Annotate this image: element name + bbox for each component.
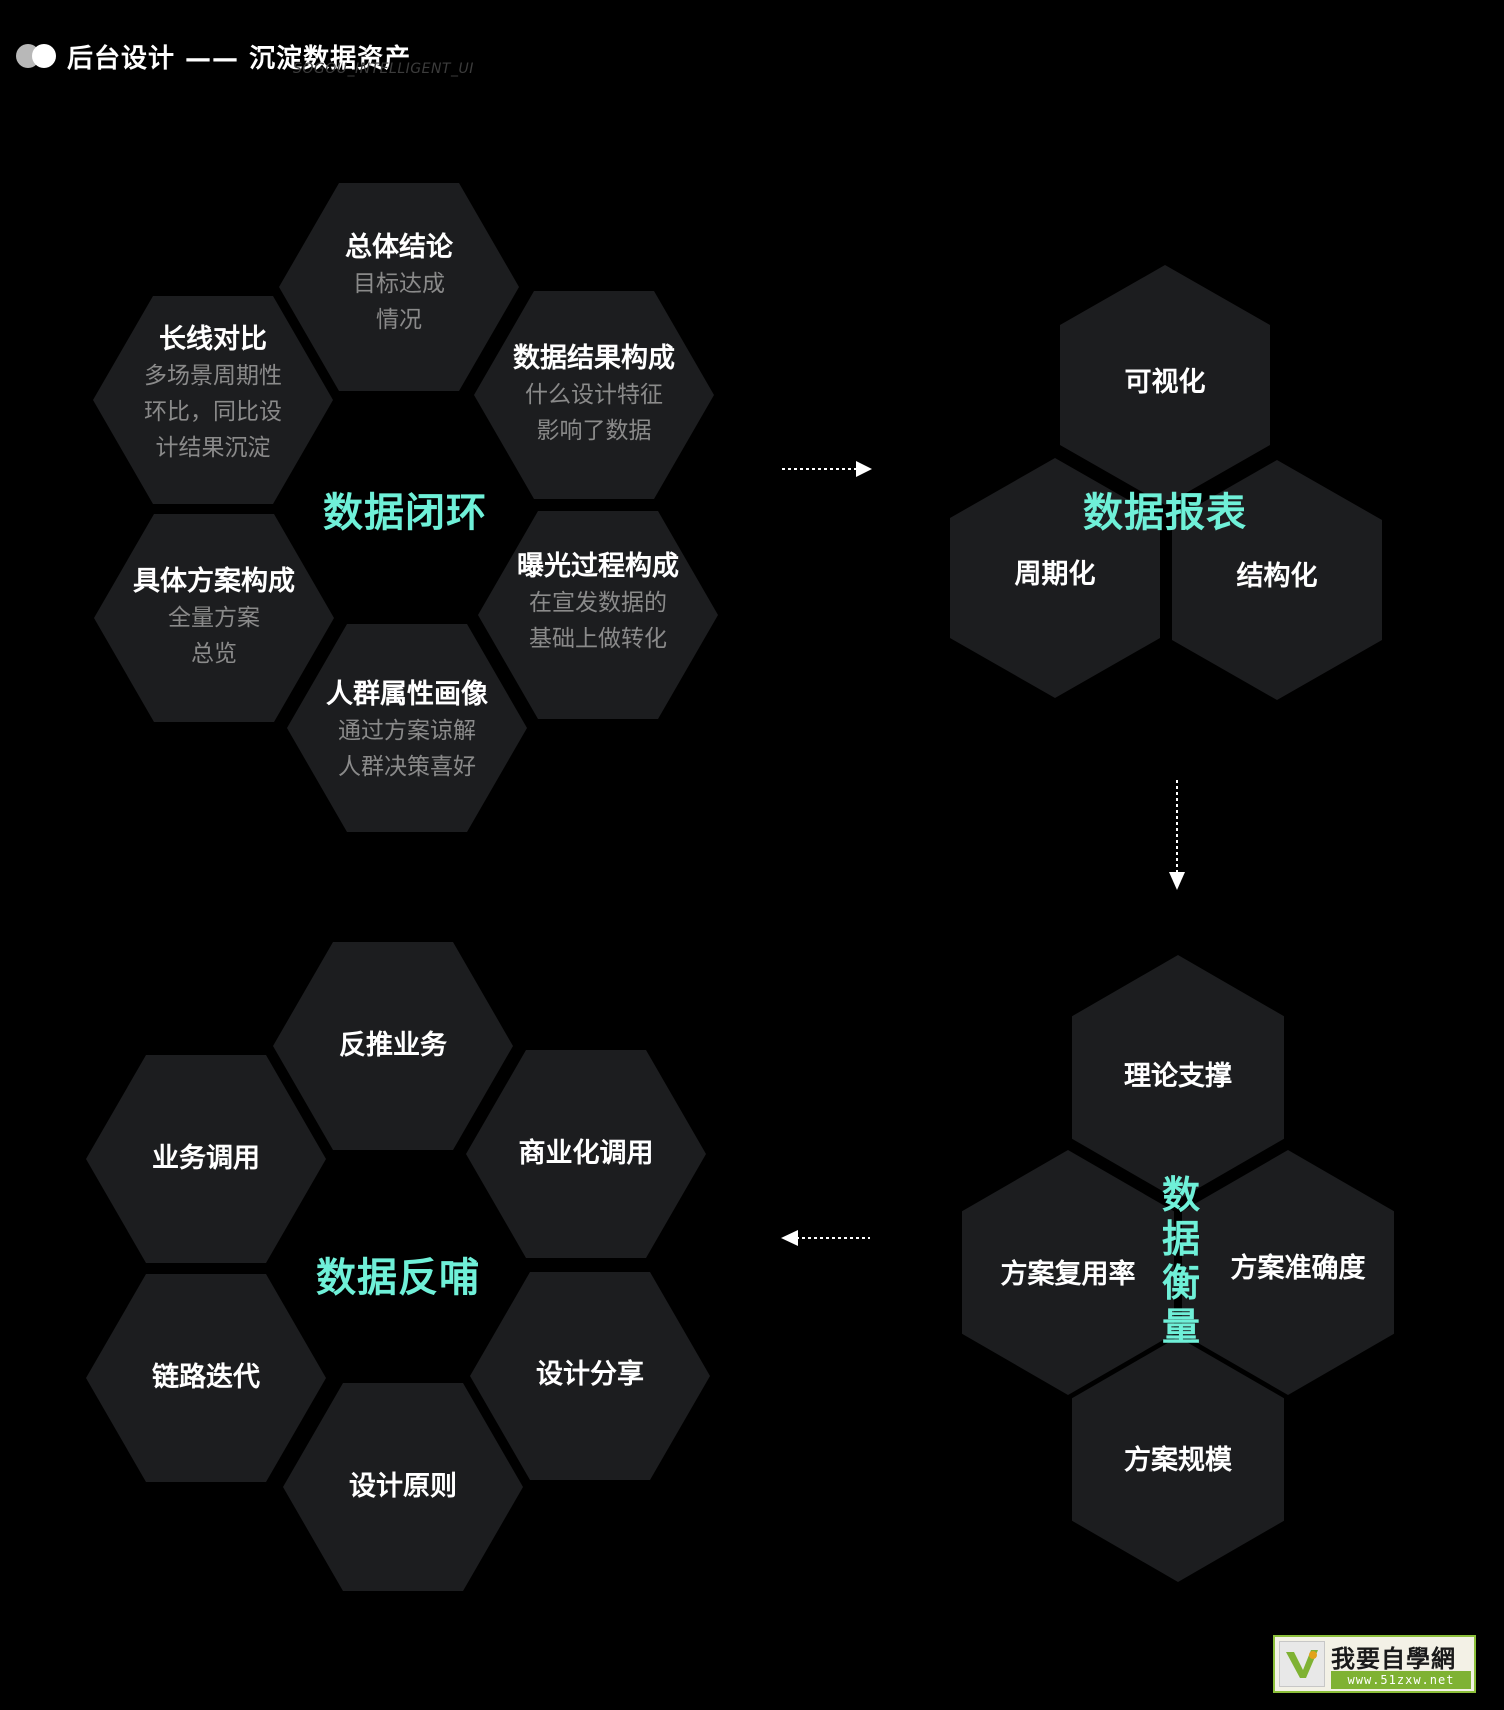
hex-cell — [94, 514, 334, 722]
report-node-periodic: 周期化 — [1014, 559, 1096, 590]
node-sub: 环比，同比设 — [144, 399, 282, 425]
closed-loop-node-overall: 总体结论 目标达成 情况 — [279, 230, 519, 338]
closed-loop-node-plan: 具体方案构成 全量方案 总览 — [94, 564, 334, 672]
arrow-left-icon — [781, 1230, 870, 1246]
node-title: 具体方案构成 — [133, 566, 295, 597]
hex-cell — [950, 458, 1160, 698]
node-sub: 目标达成 — [353, 271, 445, 297]
closed-loop-node-audience: 人群属性画像 通过方案谅解 人群决策喜好 — [287, 677, 527, 785]
node-sub: 人群决策喜好 — [338, 754, 476, 780]
measure-center-label: 数据衡量 — [1161, 1173, 1200, 1349]
hex-cell — [287, 624, 527, 832]
node-title: 人群属性画像 — [326, 679, 488, 710]
node-sub: 影响了数据 — [536, 418, 652, 444]
node-sub: 计结果沉淀 — [155, 435, 271, 461]
node-sub: 多场景周期性 — [144, 363, 282, 389]
node-sub: 基础上做转化 — [529, 626, 667, 652]
node-title: 总体结论 — [345, 232, 453, 263]
feedback-node-principles: 设计原则 — [349, 1471, 457, 1502]
closed-loop-center-label: 数据闭环 — [323, 490, 487, 536]
node-title: 数据结果构成 — [513, 343, 675, 374]
node-sub: 什么设计特征 — [525, 382, 663, 408]
feedback-node-commercial: 商业化调用 — [518, 1138, 654, 1169]
hex-cell — [1060, 265, 1270, 505]
node-title: 长线对比 — [159, 324, 267, 355]
brand-dots-icon — [16, 44, 58, 68]
feedback-node-iteration: 链路迭代 — [152, 1362, 260, 1393]
node-sub: 总览 — [191, 641, 237, 667]
logo-mark-icon — [1279, 1641, 1325, 1687]
report-center-label: 数据报表 — [1083, 490, 1247, 536]
measure-node-scale: 方案规模 — [1124, 1445, 1232, 1476]
hex-cell — [478, 511, 718, 719]
measure-node-accuracy: 方案准确度 — [1230, 1253, 1366, 1284]
hex-cell — [1072, 1337, 1284, 1582]
report-node-structured: 结构化 — [1236, 561, 1318, 592]
arrow-right-icon — [782, 461, 872, 477]
hex-cell — [1072, 955, 1284, 1200]
node-sub: 情况 — [376, 307, 422, 333]
page-title: 后台设计 —— 沉淀数据资产 — [67, 44, 412, 74]
header-watermark: SOGOU_INTELLIGENT_UI — [293, 61, 474, 77]
logo-url: www.51zxw.net — [1331, 1671, 1471, 1689]
arrow-down-icon — [1169, 780, 1185, 890]
closed-loop-node-long-term: 长线对比 多场景周期性 环比，同比设 计结果沉淀 — [93, 322, 333, 466]
measure-node-reuse-rate: 方案复用率 — [1000, 1259, 1136, 1290]
hex-cell — [1172, 460, 1382, 700]
node-sub: 在宣发数据的 — [529, 590, 667, 616]
logo-text: 我要自學網 — [1331, 1645, 1456, 1673]
hex-cell — [962, 1150, 1174, 1395]
node-sub: 全量方案 — [168, 605, 260, 631]
node-title: 曝光过程构成 — [517, 551, 679, 582]
feedback-center-label: 数据反哺 — [316, 1255, 480, 1301]
feedback-node-business-call: 业务调用 — [152, 1143, 260, 1174]
node-sub: 通过方案谅解 — [338, 718, 476, 744]
feedback-node-sharing: 设计分享 — [536, 1359, 644, 1390]
closed-loop-node-result: 数据结果构成 什么设计特征 影响了数据 — [474, 341, 714, 449]
feedback-node-business: 反推业务 — [339, 1030, 447, 1061]
report-node-visualize: 可视化 — [1124, 367, 1206, 398]
hex-cell — [1182, 1150, 1394, 1395]
closed-loop-node-exposure: 曝光过程构成 在宣发数据的 基础上做转化 — [478, 549, 718, 657]
measure-node-theory: 理论支撑 — [1124, 1061, 1232, 1092]
site-logo-badge: 我要自學網 www.51zxw.net — [1273, 1635, 1476, 1693]
